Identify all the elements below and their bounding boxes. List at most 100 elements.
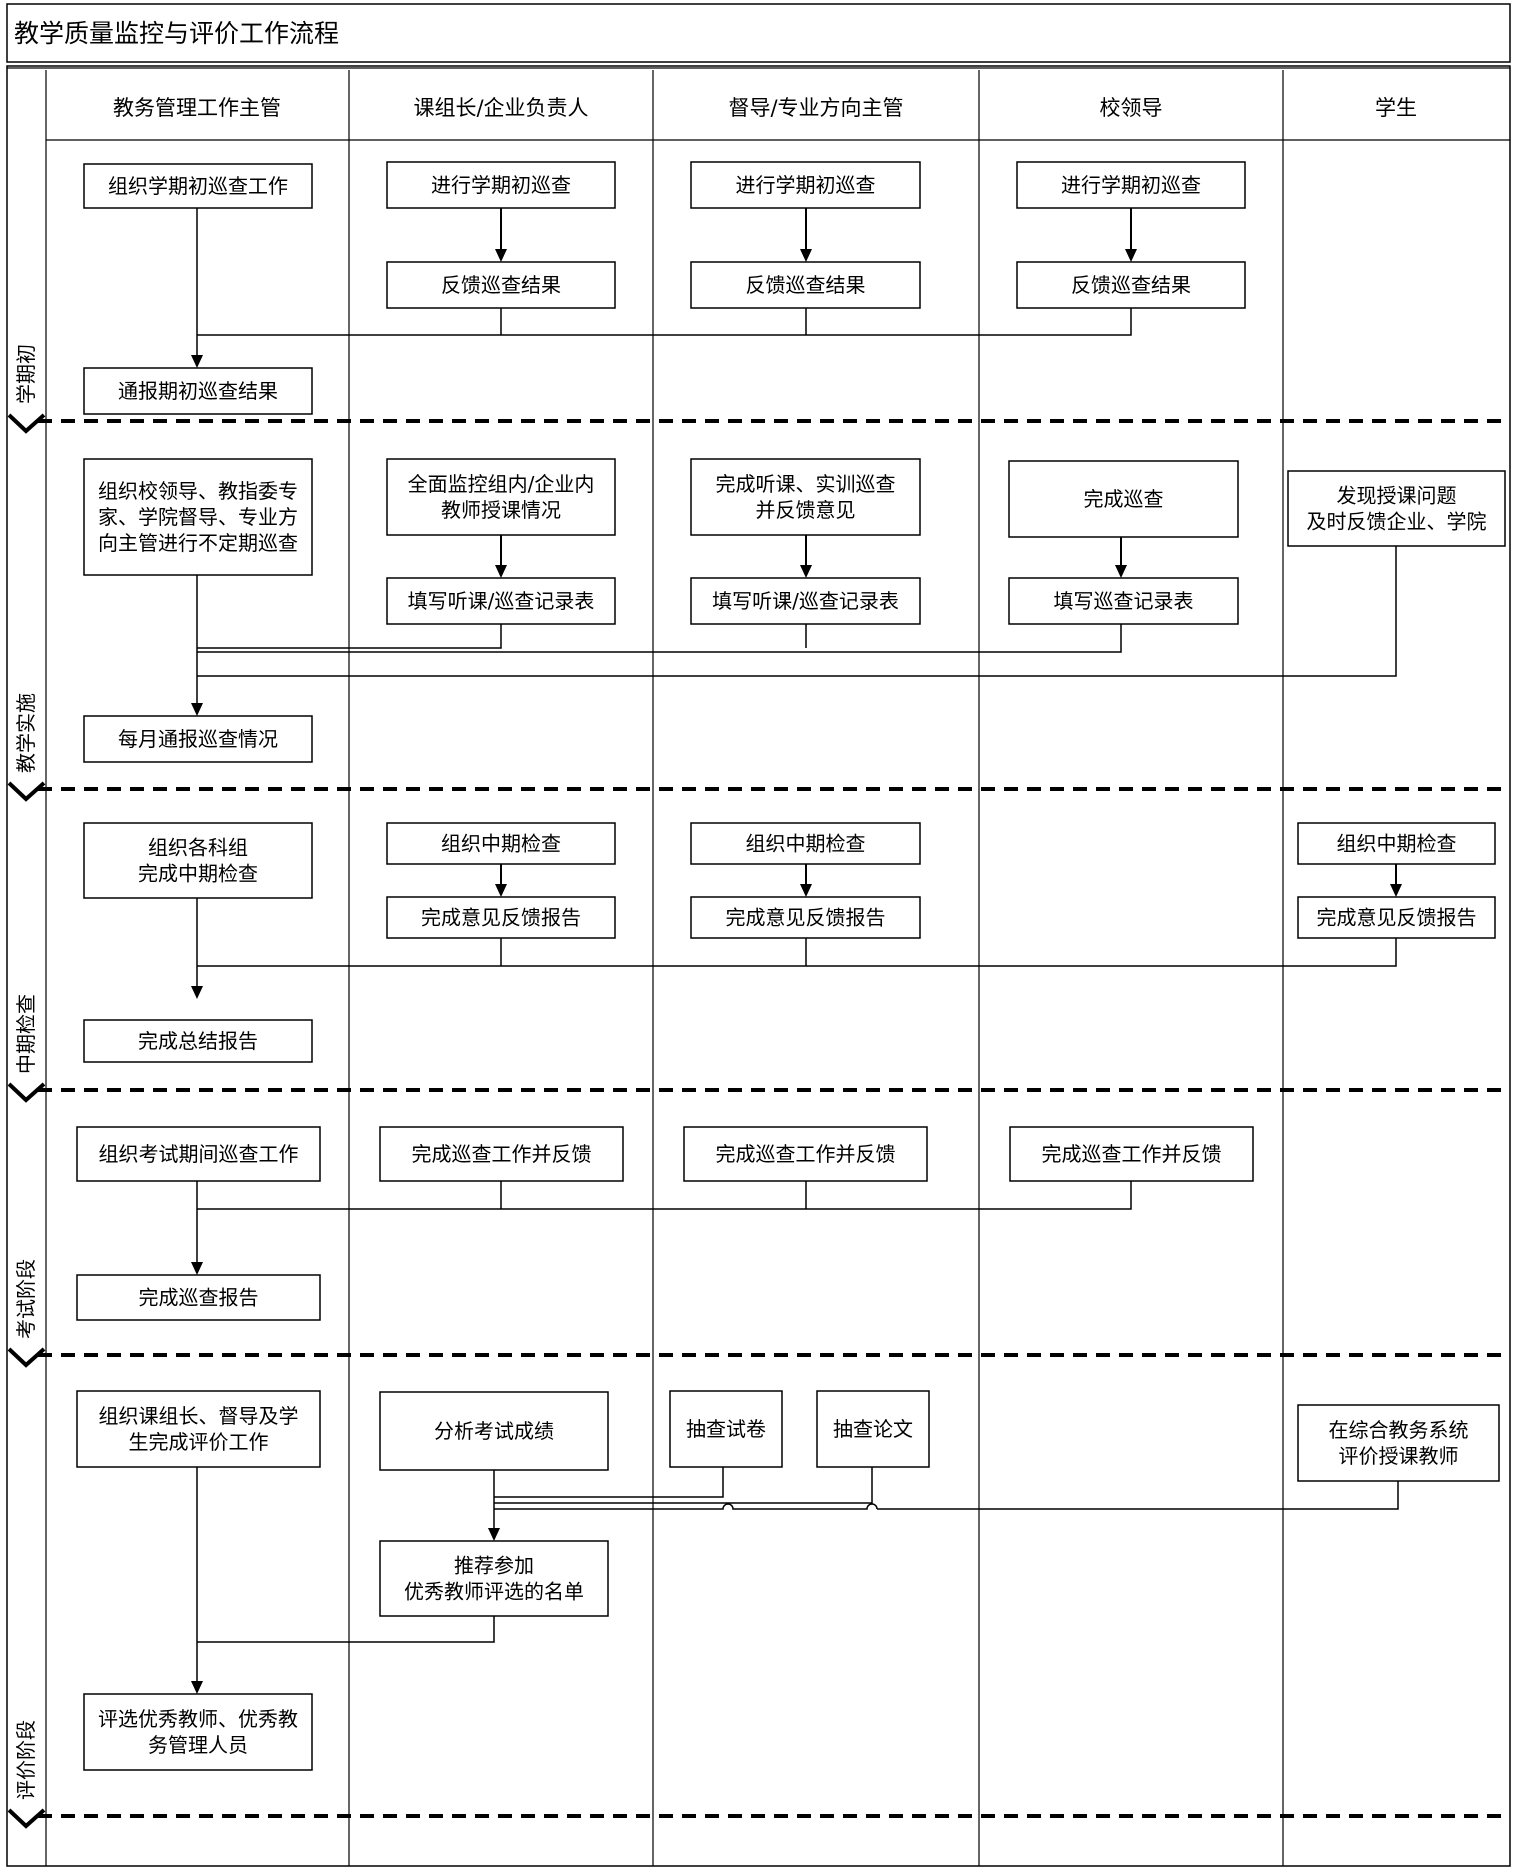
process-box-label: 评价授课教师 [1339,1444,1459,1468]
process-box-frame [386,896,616,939]
process-box-frame [76,1126,321,1182]
process-box-label: 通报期初巡查结果 [118,379,278,403]
process-box: 完成巡查工作并反馈 [683,1126,928,1182]
process-box-label: 完成意见反馈报告 [726,906,886,930]
process-box-label: 组织中期检查 [441,832,561,856]
arrowhead [191,355,203,368]
lane-header-admin: 教务管理工作主管 [113,96,281,120]
process-box-label: 进行学期初巡查 [736,173,876,197]
process-box-label: 分析考试成绩 [434,1419,554,1443]
process-box-label: 反馈巡查结果 [441,273,561,297]
process-box-label: 并反馈意见 [756,498,856,522]
process-box-frame [669,1390,783,1468]
process-box-label: 完成听课、实训巡查 [716,472,896,496]
process-box-frame [83,822,313,899]
process-box: 组织中期检查 [690,822,921,865]
process-box-label: 在综合教务系统 [1329,1418,1469,1442]
lane-header-student: 学生 [1375,96,1417,120]
arrowhead [495,249,507,262]
process-box-frame [690,896,921,939]
phase-label-midterm: 中期检查 [14,994,38,1074]
connector [494,1467,873,1504]
process-box-label: 反馈巡查结果 [746,273,866,297]
arrowhead [800,565,812,578]
title-frame [6,3,1511,63]
process-box-label: 家、学院督导、专业方 [98,505,298,529]
process-box-frame [683,1126,928,1182]
arrowhead [800,249,812,262]
process-box-frame [379,1126,624,1182]
process-box-frame [379,1540,609,1617]
arrowhead [191,703,203,716]
process-box: 完成意见反馈报告 [386,896,616,939]
arrowhead [495,884,507,897]
process-box-frame [1297,1404,1500,1482]
process-box-label: 反馈巡查结果 [1071,273,1191,297]
phase-label-evaluation: 评价阶段 [14,1720,38,1800]
phase-label-exam: 考试阶段 [14,1259,38,1339]
process-box: 进行学期初巡查 [386,161,616,209]
phase-chevron-5 [7,1808,46,1829]
phase-label-text: 教学实施 [14,693,38,773]
process-box-label: 组织中期检查 [1337,832,1457,856]
process-box-frame [386,161,616,209]
process-box-frame [1009,1126,1254,1182]
process-box: 每月通报巡查情况 [83,715,313,763]
process-box-label: 全面监控组内/企业内 [408,472,595,496]
process-box-frame [386,261,616,309]
process-box-label: 生完成评价工作 [129,1430,269,1454]
process-box-frame [816,1390,930,1468]
process-box-label: 优秀教师评选的名单 [404,1580,584,1604]
process-box-label: 组织课组长、督导及学 [99,1404,299,1428]
connector [494,1467,724,1498]
process-box-frame [386,458,616,536]
process-box: 完成意见反馈报告 [690,896,921,939]
arrowhead [1390,884,1402,897]
process-box-frame [690,161,921,209]
process-box-label: 推荐参加 [454,1554,534,1578]
arrowhead [191,1681,203,1694]
phase-label-text: 评价阶段 [14,1720,38,1800]
process-box-label: 评选优秀教师、优秀教 [98,1707,298,1731]
connector [877,1481,1399,1510]
connector [197,308,1132,336]
process-box-label: 完成总结报告 [138,1029,258,1053]
process-box-frame [379,1391,609,1471]
process-box-frame [83,1693,313,1771]
process-box-label: 每月通报巡查情况 [118,727,278,751]
process-box-label: 完成巡查工作并反馈 [1042,1142,1222,1166]
process-box-frame [690,577,921,625]
connector [197,546,1397,677]
process-box: 组织中期检查 [1297,822,1496,865]
process-box-label: 填写听课/巡查记录表 [408,589,595,613]
phase-chevron-3 [7,1082,46,1103]
process-box-frame [83,458,313,576]
process-box-label: 完成巡查工作并反馈 [716,1142,896,1166]
process-box-frame [1287,470,1506,547]
process-box: 反馈巡查结果 [690,261,921,309]
process-box-frame [76,1274,321,1321]
process-box-frame [1016,161,1246,209]
phase-label-teaching: 教学实施 [14,693,38,773]
process-box: 分析考试成绩 [379,1391,609,1471]
process-box: 组织中期检查 [386,822,616,865]
process-box-label: 组织中期检查 [746,832,866,856]
diagram-title: 教学质量监控与评价工作流程 [14,19,339,48]
lane-header-supervisor: 督导/专业方向主管 [728,96,903,120]
process-box-label: 进行学期初巡查 [1061,173,1201,197]
connectors [196,208,1399,1682]
phase-chevron-4 [7,1347,46,1368]
process-box: 完成总结报告 [83,1019,313,1063]
arrowhead [191,986,203,999]
process-box-label: 完成巡查工作并反馈 [412,1142,592,1166]
process-box-frame [1016,261,1246,309]
process-box-label: 完成巡查 [1084,487,1164,511]
process-box: 完成巡查工作并反馈 [1009,1126,1254,1182]
process-box: 反馈巡查结果 [386,261,616,309]
